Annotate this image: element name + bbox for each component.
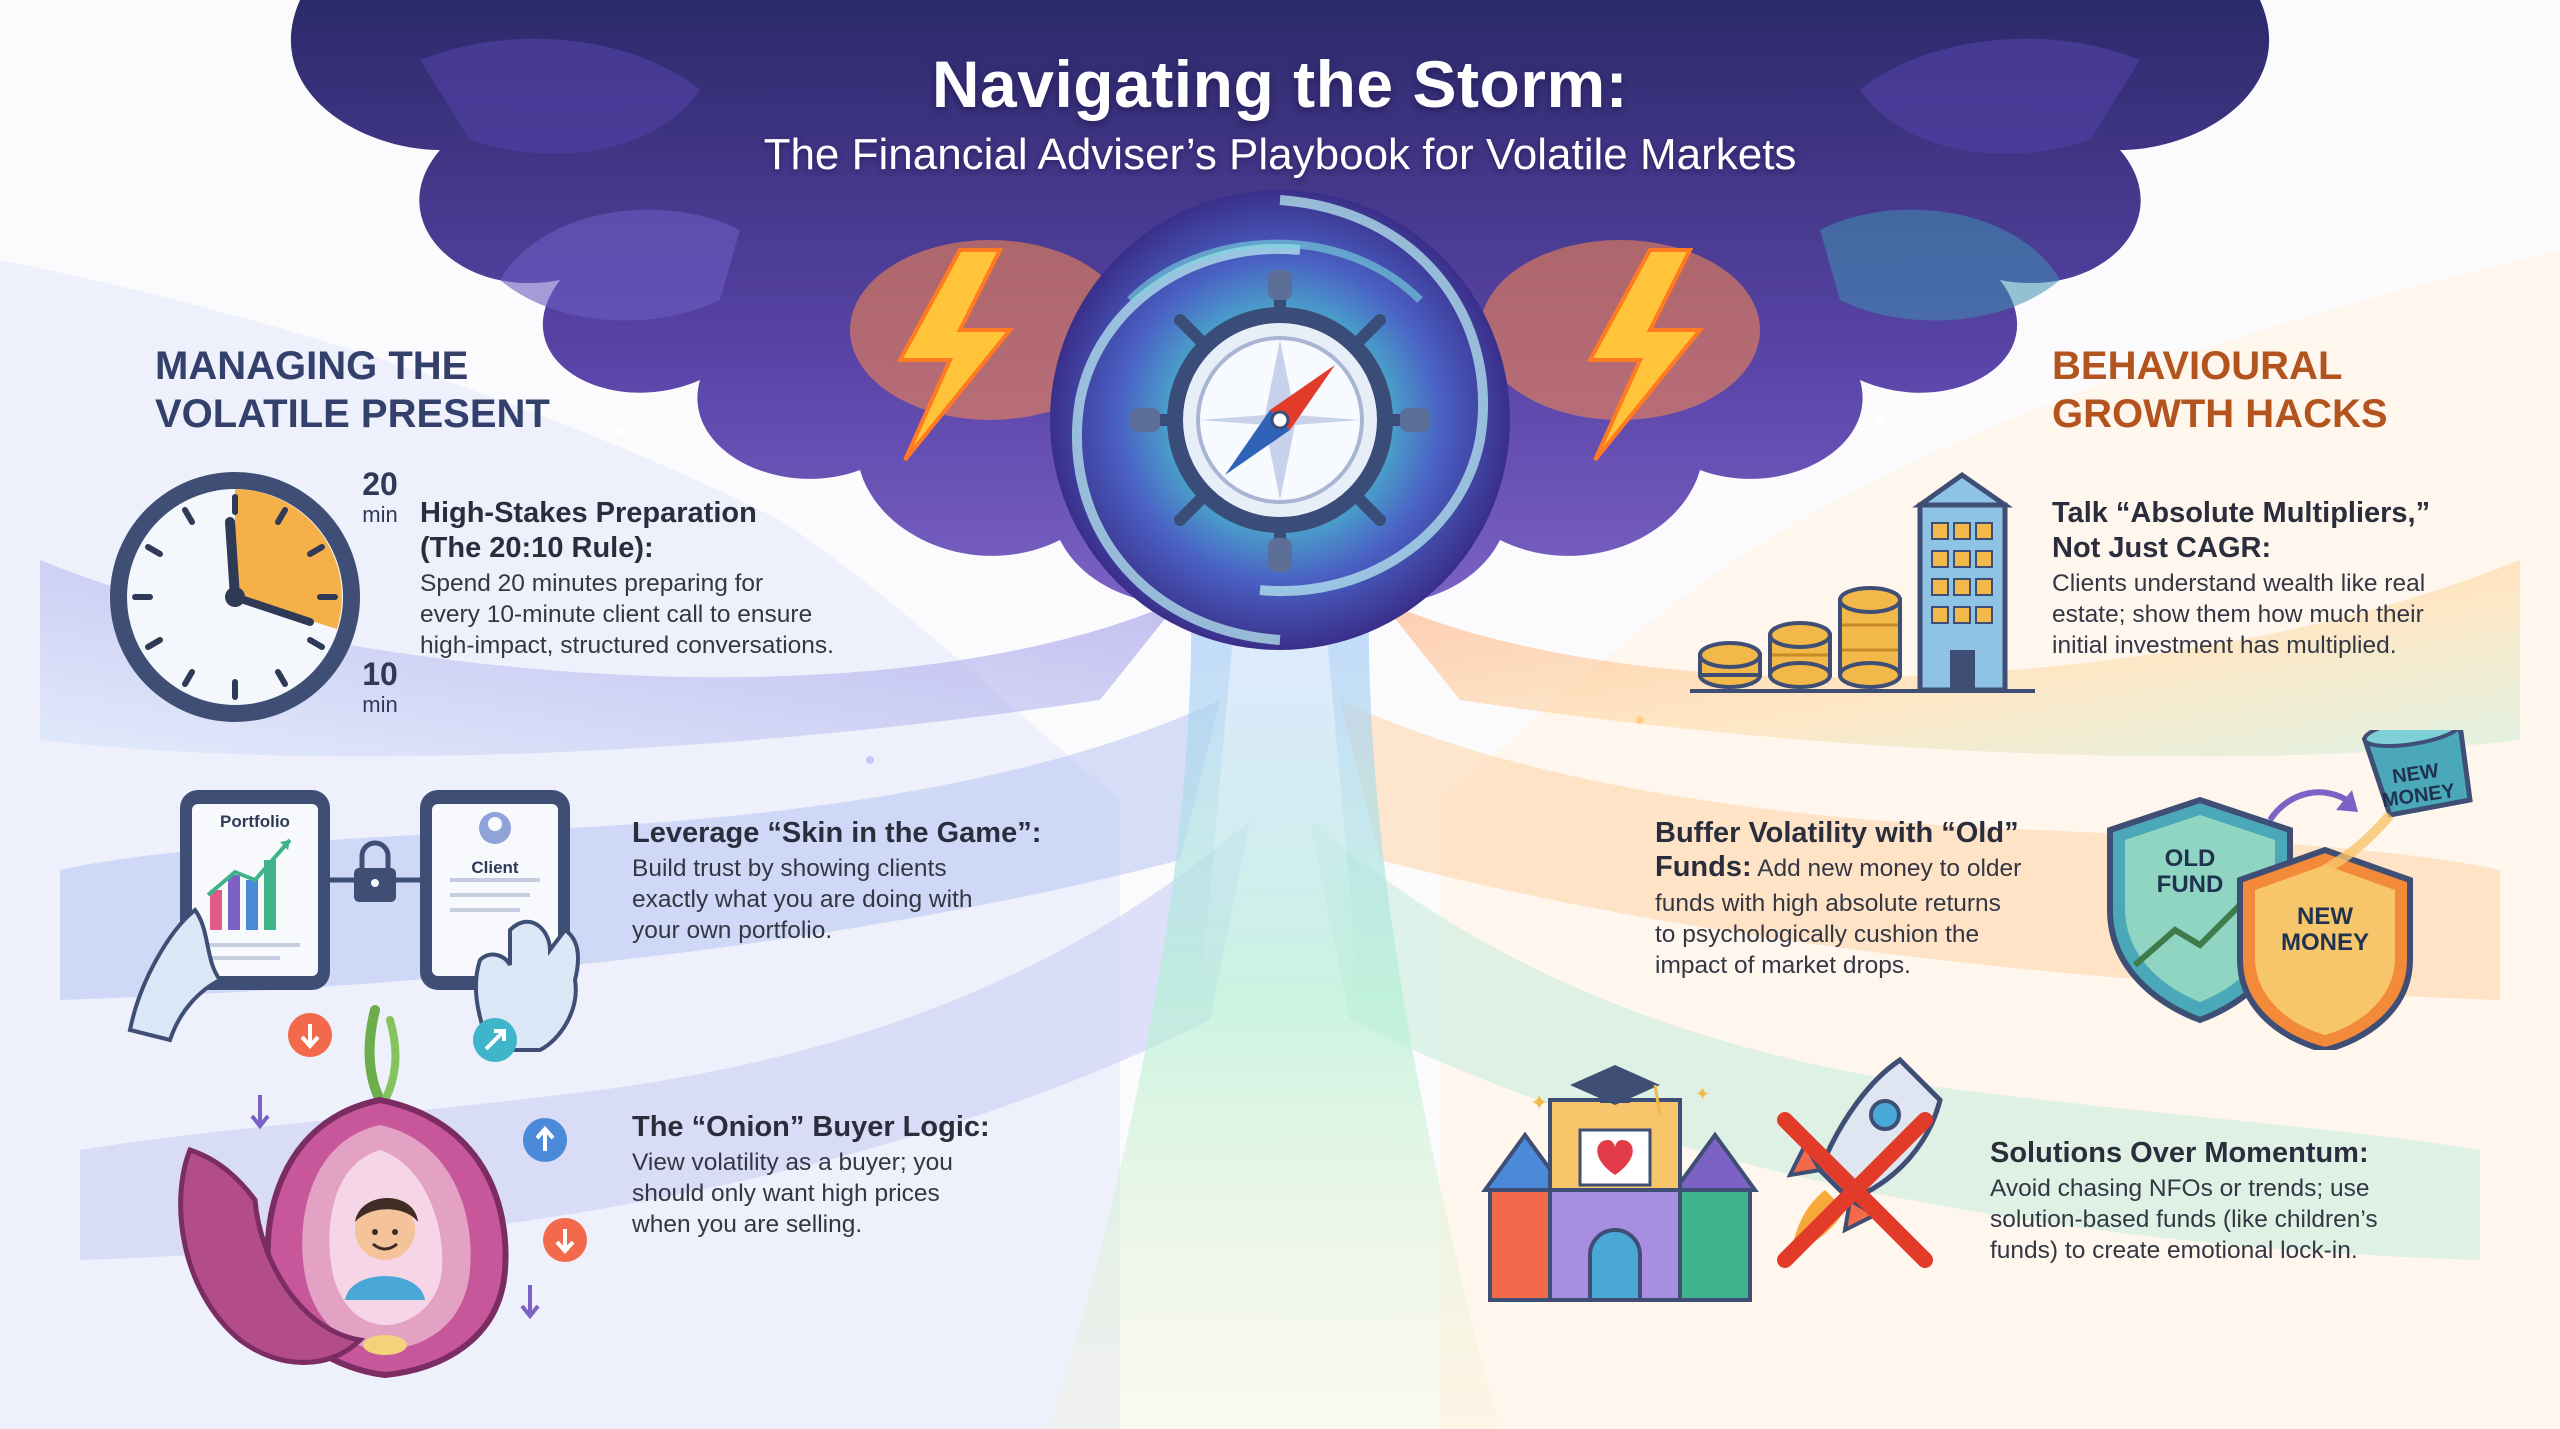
right-section-heading: BEHAVIOURAL GROWTH HACKS [2052, 344, 2388, 436]
new-money-shield-label: NEW MONEY [2280, 903, 2369, 956]
right-item-2-body-inline: Add new money to older [1751, 855, 2022, 882]
right-item-1: Talk “Absolute Multipliers,” Not Just CA… [2052, 496, 2532, 661]
right-item-2: Buffer Volatility with “Old” Funds: Add … [1655, 816, 2085, 981]
shields-icon [2107, 730, 2473, 1050]
left-item-3-body: View volatility as a buyer; you should o… [632, 1149, 953, 1238]
clock-bottom-unit: min [362, 692, 398, 717]
left-item-3: The “Onion” Buyer Logic: View volatility… [632, 1110, 1152, 1240]
castle-rocket-icon: ✦ ✦ [1481, 1056, 1943, 1302]
left-item-1: High-Stakes Preparation (The 20:10 Rule)… [420, 496, 980, 661]
left-item-2-body: Build trust by showing clients exactly w… [632, 855, 973, 944]
coins-building-icon [1690, 471, 2035, 693]
clock-top-number: 20 [362, 466, 398, 502]
left-item-3-title: The “Onion” Buyer Logic: [632, 1111, 990, 1143]
left-item-2-title: Leverage “Skin in the Game”: [632, 817, 1042, 849]
left-item-1-title: High-Stakes Preparation (The 20:10 Rule)… [420, 497, 757, 564]
old-fund-label: OLD FUND [2156, 845, 2224, 898]
page-title: Navigating the Storm: [931, 47, 1629, 121]
right-item-2-title-cont: Funds: [1655, 851, 1752, 883]
tablet-client-label: Client [471, 858, 519, 877]
page-subtitle: The Financial Adviser’s Playbook for Vol… [763, 130, 1797, 179]
ship-wheel-compass-icon [1130, 270, 1430, 572]
right-item-3-body: Avoid chasing NFOs or trends; use soluti… [1990, 1175, 2378, 1264]
right-item-2-body: funds with high absolute returns to psyc… [1655, 890, 2001, 979]
right-item-3-title: Solutions Over Momentum: [1990, 1137, 2369, 1169]
right-item-3: Solutions Over Momentum: Avoid chasing N… [1990, 1136, 2530, 1266]
left-item-1-body: Spend 20 minutes preparing for every 10-… [420, 570, 834, 659]
clock-icon [110, 472, 360, 722]
tablet-portfolio-label: Portfolio [220, 812, 290, 831]
clock-bottom-number: 10 [362, 656, 398, 692]
right-item-1-title: Talk “Absolute Multipliers,” Not Just CA… [2052, 497, 2431, 564]
svg-text:✦: ✦ [1530, 1090, 1548, 1115]
tablets-icon [127, 790, 580, 1052]
right-item-2-title: Buffer Volatility with “Old” [1655, 817, 2019, 849]
clock-top-unit: min [362, 502, 398, 527]
left-item-2: Leverage “Skin in the Game”: Build trust… [632, 816, 1192, 946]
left-section-heading: MANAGING THE VOLATILE PRESENT [155, 344, 550, 436]
svg-text:✦: ✦ [1695, 1084, 1710, 1104]
onion-icon [178, 1005, 587, 1379]
right-item-1-body: Clients understand wealth like real esta… [2052, 570, 2426, 659]
